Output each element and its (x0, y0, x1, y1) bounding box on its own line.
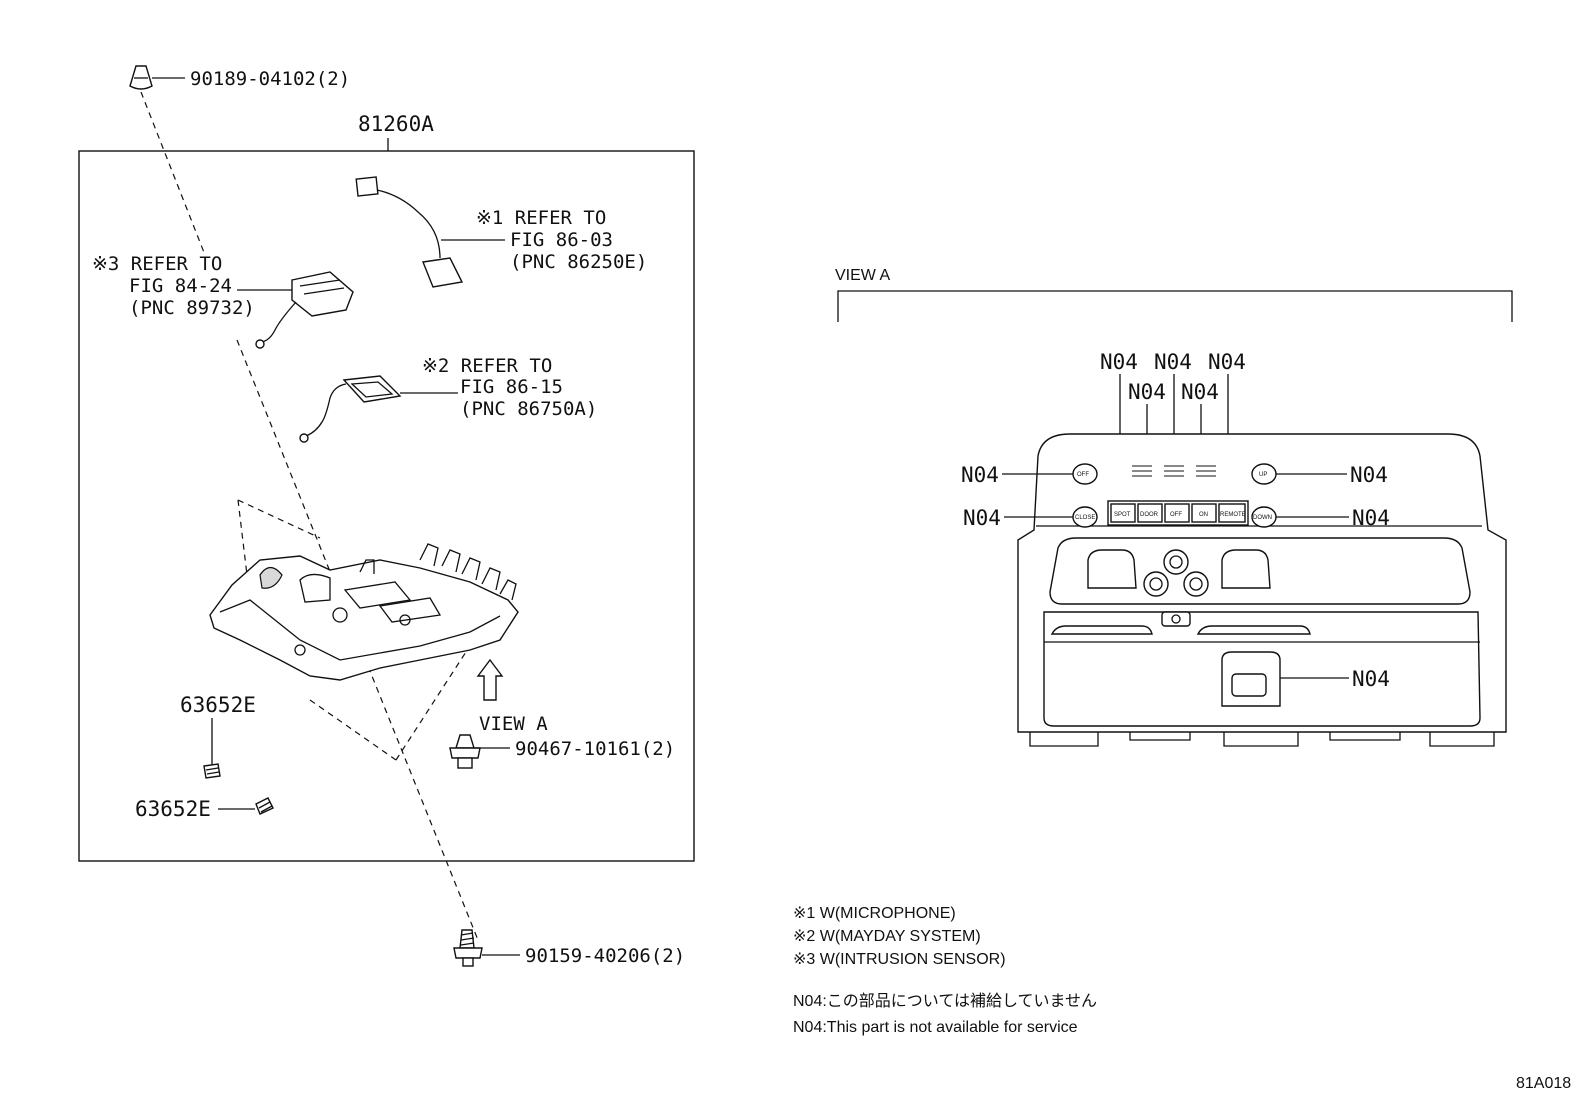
side-bolt-part (449, 734, 510, 769)
button-remote[interactable]: REMOTE (1218, 503, 1246, 523)
intrusion-sensor-part (237, 271, 354, 349)
button-on[interactable]: ON (1191, 503, 1217, 523)
clip-upper-part (203, 763, 221, 779)
ref3-label: ※3 REFER TO FIG 84-24 (PNC 89732) (92, 253, 255, 319)
mayday-unit-part (299, 375, 458, 443)
button-door[interactable]: DOOR (1137, 503, 1163, 523)
svg-text:ON: ON (1199, 512, 1208, 518)
view-a-arrow-label: VIEW A (479, 713, 548, 735)
clip-upper-part-number: 63652E (180, 693, 256, 717)
clip-lower-part (255, 797, 274, 815)
side-bolt-part-number: 90467-10161(2) (515, 738, 675, 760)
svg-text:(PNC 86750A): (PNC 86750A) (460, 398, 597, 420)
n04-note-en: N04:This part is not available for servi… (793, 1019, 1078, 1036)
button-left-top[interactable]: OFF (1072, 463, 1098, 485)
bottom-screw-part-number: 90159-40206(2) (525, 945, 685, 967)
button-off[interactable]: OFF (1164, 503, 1190, 523)
view-a-title: VIEW A (835, 267, 890, 284)
svg-text:FIG 86-15: FIG 86-15 (460, 376, 563, 398)
footnotes: ※1 W(MICROPHONE) ※2 W(MAYDAY SYSTEM) ※3 … (793, 905, 1006, 968)
top-clip-part (129, 65, 185, 90)
svg-text:N04: N04 (1350, 463, 1388, 487)
svg-text:SPOT: SPOT (1114, 512, 1131, 518)
svg-text:FIG 84-24: FIG 84-24 (129, 275, 232, 297)
button-spot[interactable]: SPOT (1110, 503, 1136, 523)
svg-text:OFF: OFF (1077, 472, 1089, 478)
svg-text:N04: N04 (1181, 380, 1219, 404)
clip-lower-part-number: 63652E (135, 797, 211, 821)
svg-text:DOWN: DOWN (1253, 515, 1272, 521)
svg-text:N04: N04 (961, 463, 999, 487)
svg-text:UP: UP (1259, 472, 1267, 478)
ref1-label: ※1 REFER TO FIG 86-03 (PNC 86250E) (476, 207, 647, 273)
svg-text:N04: N04 (1208, 350, 1246, 374)
view-a-arrow (476, 658, 504, 701)
button-left-bottom[interactable]: CLOSE (1072, 506, 1098, 528)
n04-notes: N04:この部品については補給していません N04:This part is n… (793, 992, 1097, 1036)
console-dashed-outline (237, 499, 476, 761)
bottom-screw-part (453, 929, 520, 967)
svg-text:FIG 86-03: FIG 86-03 (510, 229, 613, 251)
svg-text:N04: N04 (1352, 506, 1390, 530)
svg-text:※3 REFER TO: ※3 REFER TO (92, 253, 222, 275)
top-clip-part-number: 90189-04102(2) (190, 68, 350, 90)
view-a-bracket (837, 290, 1513, 322)
footnote-3: ※3 W(INTRUSION SENSOR) (793, 951, 1006, 968)
svg-text:(PNC 89732): (PNC 89732) (129, 297, 255, 319)
svg-text:OFF: OFF (1170, 512, 1182, 518)
assembly-frame (78, 150, 695, 862)
svg-text:※1 REFER TO: ※1 REFER TO (476, 207, 606, 229)
ref2-label: ※2 REFER TO FIG 86-15 (PNC 86750A) (422, 355, 597, 420)
svg-text:DOOR: DOOR (1140, 512, 1159, 518)
microphone-harness-part (355, 176, 505, 288)
n04-side-labels: N04 N04 N04 N04 N04 (961, 463, 1390, 691)
figure-code: 81A018 (1516, 1075, 1571, 1092)
button-row: SPOT DOOR OFF ON REMOTE (1107, 500, 1249, 526)
assembly-part-number: 81260A (358, 112, 434, 136)
footnote-2: ※2 W(MAYDAY SYSTEM) (793, 928, 981, 945)
n04-note-jp: N04:この部品については補給していません (793, 992, 1097, 1010)
svg-text:CLOSE: CLOSE (1075, 515, 1095, 521)
svg-text:N04: N04 (1154, 350, 1192, 374)
svg-text:N04: N04 (1352, 667, 1390, 691)
n04-top-labels: N04 N04 N04 N04 N04 (1100, 350, 1246, 404)
svg-text:N04: N04 (1128, 380, 1166, 404)
svg-text:REMOTE: REMOTE (1220, 512, 1246, 518)
svg-text:※2 REFER TO: ※2 REFER TO (422, 355, 552, 377)
svg-text:N04: N04 (1100, 350, 1138, 374)
footnote-1: ※1 W(MICROPHONE) (793, 905, 956, 922)
button-right-bottom[interactable]: DOWN (1251, 506, 1277, 528)
overhead-console-part (209, 543, 519, 681)
button-right-top[interactable]: UP (1251, 463, 1277, 485)
svg-text:(PNC 86250E): (PNC 86250E) (510, 251, 647, 273)
svg-text:N04: N04 (963, 506, 1001, 530)
